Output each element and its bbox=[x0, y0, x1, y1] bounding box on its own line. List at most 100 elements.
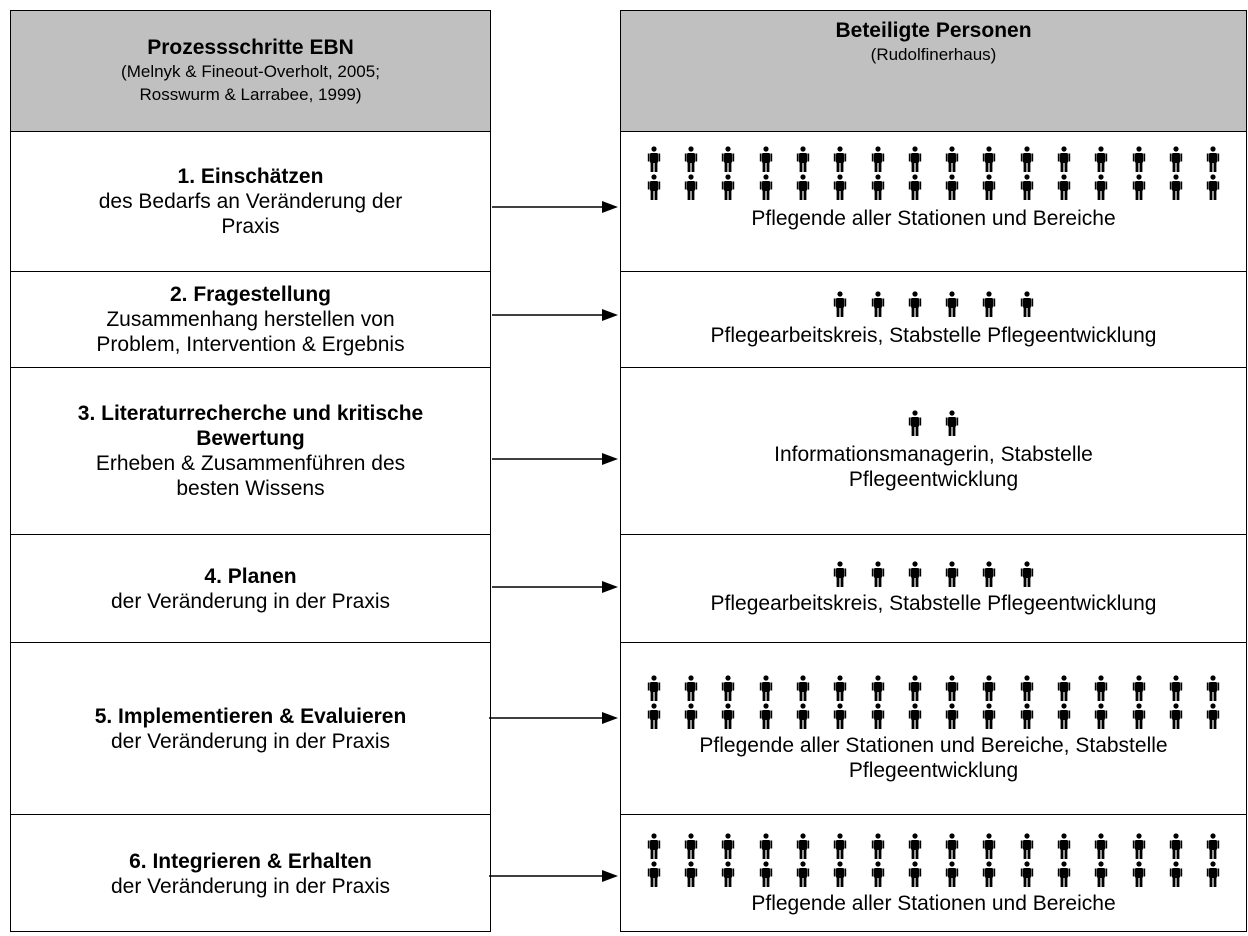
step-6-title: 6. Integrieren & Erhalten bbox=[129, 850, 372, 873]
person-icon bbox=[1083, 702, 1120, 731]
person-icon bbox=[710, 174, 747, 202]
person-icon bbox=[1045, 832, 1082, 861]
step-2-desc-line1: Zusammenhang herstellen von bbox=[106, 308, 395, 331]
step-2-title: 2. Fragestellung bbox=[169, 283, 332, 306]
person-icon bbox=[971, 860, 1008, 889]
people-2-icons bbox=[822, 291, 1046, 319]
person-icon bbox=[1008, 702, 1045, 731]
person-icon bbox=[1083, 174, 1120, 202]
people-5-icons bbox=[635, 674, 1232, 731]
person-icon bbox=[672, 146, 709, 174]
person-icon bbox=[1157, 674, 1194, 703]
people-6: Pflegende aller Stationen und Bereiche bbox=[621, 815, 1246, 933]
person-icon bbox=[1008, 291, 1045, 319]
arrow-right-icon bbox=[492, 450, 618, 468]
people-1: Pflegende aller Stationen und Bereiche bbox=[621, 132, 1246, 272]
person-row bbox=[822, 561, 1046, 589]
person-icon bbox=[1157, 702, 1194, 731]
person-icon bbox=[822, 832, 859, 861]
person-icon bbox=[934, 832, 971, 861]
person-row bbox=[635, 174, 1232, 202]
person-icon bbox=[822, 860, 859, 889]
person-icon bbox=[1045, 146, 1082, 174]
step-3-desc-line1: Erheben & Zusammenführen des bbox=[95, 452, 406, 475]
person-icon bbox=[859, 674, 896, 703]
step-1-desc-line2: Praxis bbox=[221, 215, 280, 238]
person-icon bbox=[1008, 832, 1045, 861]
step-3-title-line1: 3. Literaturrecherche und kritische bbox=[77, 402, 424, 425]
people-5-label-line2: Pflegeentwicklung bbox=[848, 758, 1019, 782]
step-3-desc-line2: besten Wissens bbox=[176, 477, 325, 500]
person-icon bbox=[934, 291, 971, 319]
person-icon bbox=[672, 174, 709, 202]
person-icon bbox=[1195, 702, 1232, 731]
person-icon bbox=[1008, 674, 1045, 703]
person-icon bbox=[1083, 832, 1120, 861]
person-icon bbox=[896, 702, 933, 731]
people-1-label: Pflegende aller Stationen und Bereiche bbox=[751, 207, 1116, 230]
step-5-desc: der Veränderung in der Praxis bbox=[111, 729, 390, 753]
arrow-right-icon bbox=[492, 198, 618, 216]
person-icon bbox=[1195, 674, 1232, 703]
person-row bbox=[635, 146, 1232, 174]
person-icon bbox=[1120, 674, 1157, 703]
person-icon bbox=[635, 174, 672, 202]
process-steps-column: Prozessschritte EBN (Melnyk & Fineout-Ov… bbox=[10, 10, 491, 932]
person-icon bbox=[635, 860, 672, 889]
person-icon bbox=[747, 860, 784, 889]
people-column: Beteiligte Personen (Rudolfinerhaus) Pfl… bbox=[620, 10, 1247, 932]
person-icon bbox=[1157, 832, 1194, 861]
person-icon bbox=[822, 174, 859, 202]
step-4-title: 4. Planen bbox=[204, 564, 297, 588]
people-1-icons bbox=[635, 146, 1232, 202]
person-icon bbox=[934, 674, 971, 703]
person-icon bbox=[1195, 860, 1232, 889]
step-6-desc: der Veränderung in der Praxis bbox=[111, 875, 390, 898]
person-icon bbox=[822, 674, 859, 703]
person-icon bbox=[934, 146, 971, 174]
person-icon bbox=[1120, 174, 1157, 202]
person-icon bbox=[822, 561, 859, 589]
left-header: Prozessschritte EBN (Melnyk & Fineout-Ov… bbox=[11, 11, 490, 132]
person-icon bbox=[971, 674, 1008, 703]
step-5-title: 5. Implementieren & Evaluieren bbox=[94, 704, 407, 728]
person-row bbox=[635, 674, 1232, 703]
person-icon bbox=[971, 702, 1008, 731]
person-icon bbox=[784, 174, 821, 202]
person-icon bbox=[859, 291, 896, 319]
person-row bbox=[896, 410, 971, 438]
people-3: Informationsmanagerin, Stabstelle Pflege… bbox=[621, 368, 1246, 535]
person-icon bbox=[1120, 860, 1157, 889]
person-icon bbox=[1045, 674, 1082, 703]
person-icon bbox=[859, 174, 896, 202]
people-4-label: Pflegearbeitskreis, Stabstelle Pflegeent… bbox=[710, 592, 1157, 615]
person-icon bbox=[971, 561, 1008, 589]
person-icon bbox=[859, 832, 896, 861]
person-icon bbox=[859, 702, 896, 731]
people-2: Pflegearbeitskreis, Stabstelle Pflegeent… bbox=[621, 272, 1246, 368]
person-icon bbox=[784, 832, 821, 861]
person-icon bbox=[896, 860, 933, 889]
person-icon bbox=[971, 832, 1008, 861]
people-6-label: Pflegende aller Stationen und Bereiche bbox=[751, 891, 1116, 915]
right-header: Beteiligte Personen (Rudolfinerhaus) bbox=[621, 11, 1246, 132]
step-1-title: 1. Einschätzen bbox=[177, 165, 324, 188]
step-4-desc: der Veränderung in der Praxis bbox=[111, 589, 390, 613]
person-icon bbox=[971, 291, 1008, 319]
person-icon bbox=[934, 174, 971, 202]
person-icon bbox=[1083, 146, 1120, 174]
person-icon bbox=[1045, 860, 1082, 889]
people-2-label: Pflegearbeitskreis, Stabstelle Pflegeent… bbox=[710, 324, 1157, 347]
person-row bbox=[635, 832, 1232, 861]
people-5-label-line1: Pflegende aller Stationen und Bereiche, … bbox=[699, 733, 1168, 757]
arrow-right-icon bbox=[492, 306, 618, 324]
step-2-desc-line2: Problem, Intervention & Ergebnis bbox=[96, 333, 405, 356]
right-header-title: Beteiligte Personen bbox=[835, 19, 1032, 42]
arrow-right-icon bbox=[489, 709, 618, 727]
person-icon bbox=[896, 291, 933, 319]
person-icon bbox=[1045, 702, 1082, 731]
person-row bbox=[822, 291, 1046, 319]
left-header-citation-1: (Melnyk & Fineout-Overholt, 2005; bbox=[121, 62, 380, 81]
person-icon bbox=[896, 146, 933, 174]
person-icon bbox=[1157, 174, 1194, 202]
